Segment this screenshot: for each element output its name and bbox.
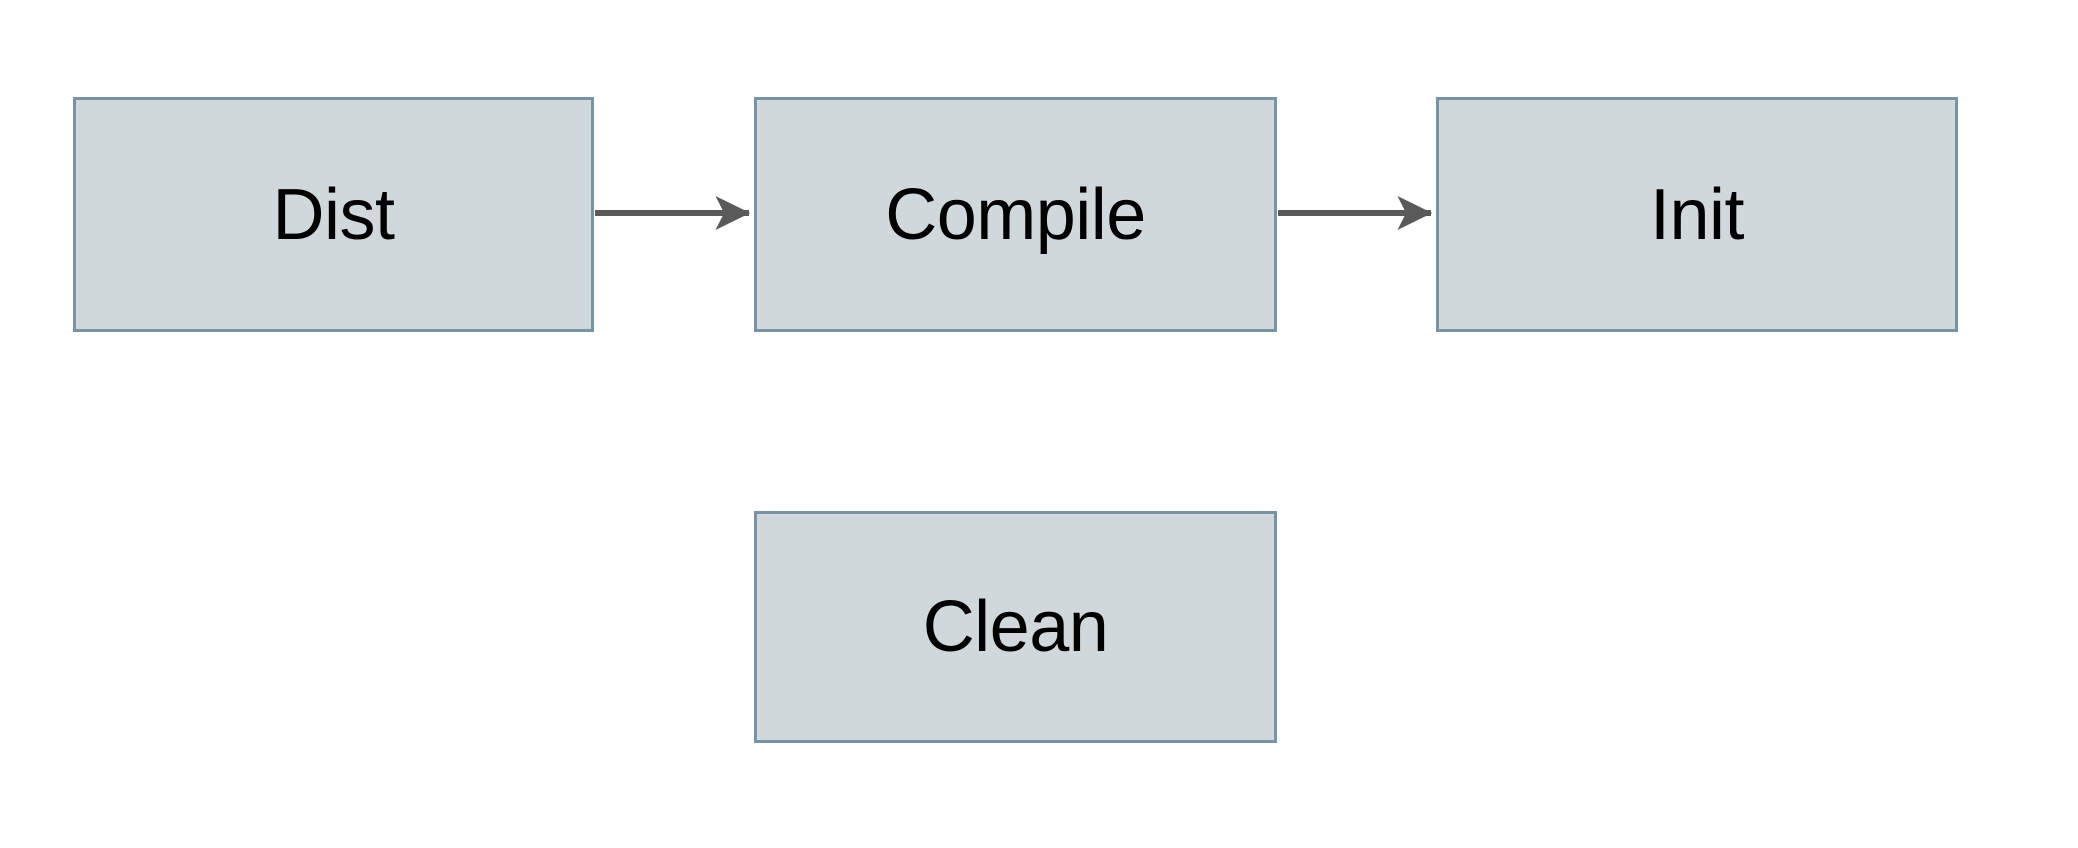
edge-compile-to-init-hitarea[interactable]: [1278, 199, 1436, 227]
node-compile[interactable]: Compile: [754, 97, 1277, 332]
node-clean-label: Clean: [922, 587, 1109, 667]
node-init[interactable]: Init: [1436, 97, 1958, 332]
node-dist[interactable]: Dist: [73, 97, 594, 332]
node-init-label: Init: [1649, 174, 1745, 255]
node-dist-label: Dist: [272, 174, 396, 255]
edge-dist-to-compile-hitarea[interactable]: [595, 199, 754, 227]
node-clean[interactable]: Clean: [754, 511, 1277, 743]
node-compile-label: Compile: [885, 174, 1146, 255]
